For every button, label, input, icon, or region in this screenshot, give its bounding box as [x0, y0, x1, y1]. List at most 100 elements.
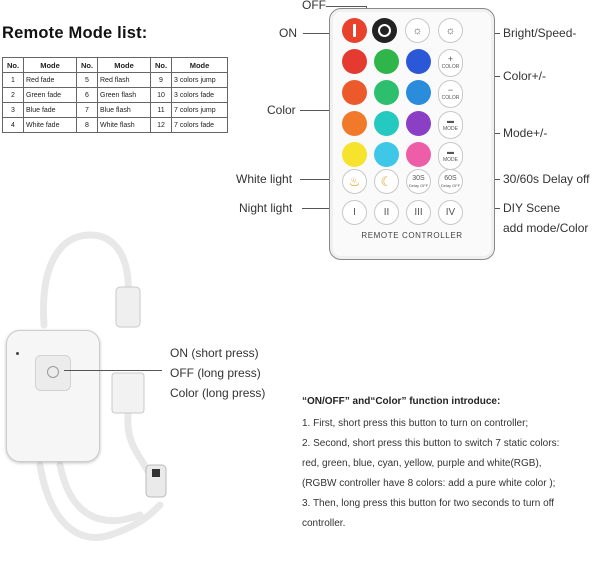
controller-label-short: ON (short press) — [170, 346, 259, 360]
table-cell: 10 — [150, 87, 172, 103]
table-cell: 1 — [2, 72, 24, 88]
table-cell: 3 colors fade — [171, 87, 228, 103]
color-button-blue[interactable] — [406, 49, 431, 74]
color-button-green[interactable] — [374, 49, 399, 74]
on-button[interactable] — [342, 18, 367, 43]
leader-line — [303, 33, 341, 34]
bright-down-button[interactable]: ☼ — [438, 18, 463, 43]
callout-bright-speed: Bright/Speed- — [503, 26, 577, 40]
table-cell: 6 — [76, 87, 98, 103]
bright-up-button[interactable]: ☼ — [405, 18, 430, 43]
callout-color-plus-minus: Color+/- — [503, 69, 547, 83]
diy-button-4[interactable]: IV — [438, 200, 463, 225]
callout-off: OFF — [302, 0, 326, 12]
mode-table: No. Mode No. Mode No. Mode 1 Red fade 5 … — [2, 57, 228, 133]
table-cell: Red fade — [23, 72, 77, 88]
mode-table-header: No. Mode No. Mode No. Mode — [2, 57, 228, 73]
moon-icon: ☾ — [380, 174, 393, 189]
col-header: No. — [2, 57, 24, 73]
mode-minus-button[interactable]: ▬ MODE — [438, 142, 463, 170]
mode-list-title: Remote Mode list: — [2, 24, 148, 42]
diy-label: I — [353, 207, 356, 218]
sun-icon: ☼ — [445, 25, 456, 37]
col-header: Mode — [171, 57, 228, 73]
table-cell: 5 — [76, 72, 98, 88]
power-icon — [47, 366, 59, 378]
table-cell: 12 — [150, 117, 172, 133]
diy-button-3[interactable]: III — [406, 200, 431, 225]
cable-bottom-b — [56, 461, 144, 525]
col-header: Mode — [23, 57, 77, 73]
table-cell: 3 — [2, 102, 24, 118]
table-cell: 3 colors jump — [171, 72, 228, 88]
diy-label: IV — [445, 207, 456, 218]
controller-label-long-color: Color (long press) — [170, 386, 266, 400]
color-button-orange[interactable] — [342, 111, 367, 136]
color-button-cyan[interactable] — [374, 111, 399, 136]
callout-mode-plus-minus: Mode+/- — [503, 126, 548, 140]
color-minus-label: COLOR — [441, 95, 460, 101]
callout-diy-add: add mode/Color — [503, 221, 589, 235]
delay-60s-button[interactable]: 60S Delay OFF — [438, 169, 463, 194]
dc-connector — [115, 286, 141, 328]
color-button-purple[interactable] — [406, 111, 431, 136]
callout-night-light: Night light — [239, 201, 293, 215]
mode-plus-label: MODE — [443, 126, 458, 132]
color-button-red[interactable] — [342, 49, 367, 74]
intro-line: controller. — [302, 518, 346, 529]
white-light-button[interactable]: ♨ — [342, 169, 367, 194]
table-cell: 9 — [150, 72, 172, 88]
color-button-light-green[interactable] — [374, 80, 399, 105]
color-button-orange-red[interactable] — [342, 80, 367, 105]
power-on-icon — [353, 24, 356, 37]
indicator-led — [16, 352, 19, 355]
callout-delay: 30/60s Delay off — [503, 172, 590, 186]
table-cell: 7 — [76, 102, 98, 118]
mode-up-icon: ▬ — [447, 118, 454, 125]
intro-line: 2. Second, short press this button to sw… — [302, 438, 560, 449]
mode-plus-button[interactable]: ▬ MODE — [438, 111, 463, 139]
table-cell: Red flash — [97, 72, 151, 88]
table-cell: 4 — [2, 117, 24, 133]
intro-title: “ON/OFF” and“Color” function introduce: — [302, 396, 501, 407]
controller-cables — [36, 231, 167, 541]
table-cell: 11 — [150, 102, 172, 118]
controller-label-long-off: OFF (long press) — [170, 366, 261, 380]
led-controller — [6, 330, 100, 462]
color-plus-label: COLOR — [441, 64, 460, 70]
leader-line — [64, 370, 162, 371]
diy-button-1[interactable]: I — [342, 200, 367, 225]
rgb-connector — [111, 372, 145, 414]
color-button-sky-blue[interactable] — [406, 80, 431, 105]
table-cell: Green flash — [97, 87, 151, 103]
pin-connector — [145, 464, 167, 498]
table-cell: 8 — [76, 117, 98, 133]
delay-30s-button[interactable]: 30S Delay OFF — [406, 169, 431, 194]
color-plus-button[interactable]: + COLOR — [438, 49, 463, 77]
table-cell: Blue fade — [23, 102, 77, 118]
plus-icon: + — [447, 54, 454, 64]
diy-label: II — [383, 207, 390, 218]
cable-top — [39, 231, 132, 329]
mode-minus-label: MODE — [443, 157, 458, 163]
delay-60s-sub: Delay OFF — [440, 183, 461, 188]
table-row: 3 Blue fade 7 Blue flash 11 7 colors jum… — [2, 102, 228, 118]
off-button[interactable] — [372, 18, 397, 43]
remote-controller: ☼ ☼ + COLOR − COLOR ▬ MODE ▬ MODE ♨ ☾ 30… — [329, 8, 495, 260]
color-button-yellow[interactable] — [342, 142, 367, 167]
cable-bottom-a — [36, 461, 164, 541]
table-cell: 2 — [2, 87, 24, 103]
table-row: 1 Red fade 5 Red flash 9 3 colors jump — [2, 72, 228, 88]
night-light-button[interactable]: ☾ — [374, 169, 399, 194]
color-minus-button[interactable]: − COLOR — [438, 80, 463, 108]
intro-line: (RGBW controller have 8 colors: add a pu… — [302, 478, 556, 489]
color-button-light-blue[interactable] — [374, 142, 399, 167]
diy-button-2[interactable]: II — [374, 200, 399, 225]
leader-line — [300, 110, 341, 111]
controller-power-button[interactable] — [35, 355, 71, 391]
leader-line — [326, 6, 366, 7]
table-row: 2 Green fade 6 Green flash 10 3 colors f… — [2, 87, 228, 103]
color-button-pink[interactable] — [406, 142, 431, 167]
power-off-icon — [378, 24, 391, 37]
pin-connector-tip — [152, 469, 160, 477]
